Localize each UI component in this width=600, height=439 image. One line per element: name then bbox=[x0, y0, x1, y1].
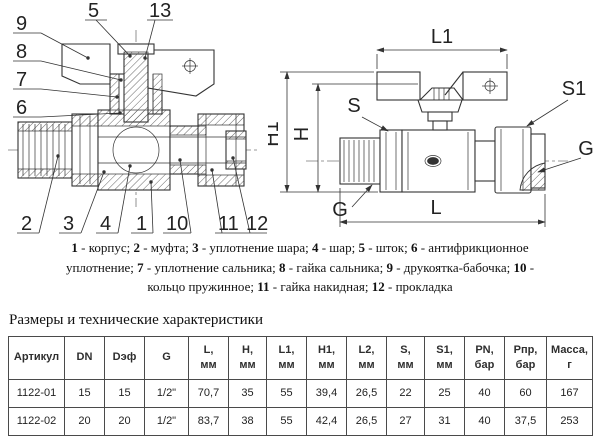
cell: 15 bbox=[64, 378, 105, 408]
cell: 55 bbox=[266, 406, 307, 436]
specs-table-wrap: Артикул DN Dэф G L,мм H,мм L1,мм H1,мм L… bbox=[0, 335, 600, 436]
cell: 167 bbox=[546, 378, 593, 408]
dim-label-H1: H1 bbox=[268, 121, 283, 147]
col-header-s: S,мм bbox=[386, 335, 425, 380]
col-header-g: G bbox=[144, 335, 189, 380]
cell: 83,7 bbox=[188, 406, 229, 436]
callout-3: 3 bbox=[63, 213, 74, 235]
dim-label-G-left: G bbox=[332, 199, 348, 221]
col-header-ppr: Pпр,бар bbox=[504, 335, 547, 380]
col-header-article: Артикул bbox=[8, 335, 65, 380]
dim-label-L: L bbox=[430, 197, 441, 219]
callout-11: 11 bbox=[218, 213, 239, 235]
table-row: 1122-01 15 15 1/2" 70,7 35 55 39,4 26,5 … bbox=[8, 378, 593, 408]
cell: 15 bbox=[104, 378, 145, 408]
technical-drawings: 9 8 7 6 5 13 2 3 4 1 10 11 12 bbox=[8, 0, 594, 235]
valve-external-view bbox=[339, 71, 546, 194]
ball bbox=[112, 126, 160, 174]
legend-item: 9 - друкоятка-бабочка; bbox=[386, 259, 514, 275]
cell: 20 bbox=[104, 406, 145, 436]
cell: 1/2" bbox=[144, 406, 189, 436]
legend-item: 3 - уплотнение шара; bbox=[192, 240, 312, 255]
callout-6: 6 bbox=[16, 97, 27, 119]
legend-item: 10 - кольцо пружинное; bbox=[147, 259, 535, 295]
dimension-drawing: L1 H1 H S S1 G G L bbox=[268, 26, 594, 227]
specs-table: Артикул DN Dэф G L,мм H,мм L1,мм H1,мм L… bbox=[8, 335, 593, 436]
callout-10: 10 bbox=[166, 213, 188, 235]
section-details bbox=[22, 58, 246, 186]
external-details bbox=[343, 78, 524, 191]
dimension-labels: L1 H1 H S S1 G G L bbox=[268, 26, 594, 221]
legend-item: 8 - гайка сальника; bbox=[279, 259, 387, 275]
cell: 40 bbox=[464, 378, 505, 408]
callout-1: 1 bbox=[136, 213, 147, 235]
cell: 55 bbox=[266, 378, 307, 408]
cell: 25 bbox=[424, 378, 465, 408]
col-header-l2: L2,мм bbox=[346, 335, 387, 380]
cell: 27 bbox=[386, 406, 425, 436]
cell: 26,5 bbox=[346, 378, 387, 408]
legend-item: 5 - шток; bbox=[358, 240, 411, 255]
cell: 37,5 bbox=[504, 406, 547, 436]
legend-item: 11 - гайка накидная; bbox=[257, 279, 372, 294]
legend-item: 7 - уплотнение сальника; bbox=[137, 259, 280, 275]
cell: 42,4 bbox=[306, 406, 347, 436]
cell: 20 bbox=[64, 406, 105, 436]
callout-2: 2 bbox=[21, 213, 32, 235]
legend-item: 12 - прокладка bbox=[371, 279, 453, 294]
handle-left-wing bbox=[376, 71, 421, 101]
cell: 253 bbox=[546, 406, 593, 436]
header-row: Артикул DN Dэф G L,мм H,мм L1,мм H1,мм L… bbox=[8, 335, 593, 380]
col-header-l: L,мм bbox=[188, 335, 229, 380]
cell: 26,5 bbox=[346, 406, 387, 436]
cell: 40 bbox=[464, 406, 505, 436]
col-header-l1: L1,мм bbox=[266, 335, 307, 380]
callout-leaders bbox=[13, 19, 267, 234]
col-header-s1: S1,мм bbox=[424, 335, 465, 380]
dim-label-G-right: G bbox=[578, 138, 594, 160]
legend-item: 4 - шар; bbox=[311, 240, 359, 255]
dim-label-L1: L1 bbox=[431, 26, 453, 48]
callout-5: 5 bbox=[88, 0, 99, 22]
cell-article: 1122-02 bbox=[8, 406, 65, 436]
dim-label-S: S bbox=[347, 95, 360, 117]
col-header-pn: PN,бар bbox=[464, 335, 505, 380]
cross-section-drawing: 9 8 7 6 5 13 2 3 4 1 10 11 12 bbox=[8, 0, 268, 235]
legend-item: 1 - корпус; bbox=[71, 240, 134, 255]
handle-left-wing bbox=[61, 43, 111, 85]
dimension-lines bbox=[280, 47, 582, 227]
dim-label-H: H bbox=[291, 127, 313, 141]
col-header-h1: H1,мм bbox=[306, 335, 347, 380]
cell: 39,4 bbox=[306, 378, 347, 408]
col-header-dn: DN bbox=[64, 335, 105, 380]
col-header-def: Dэф bbox=[104, 335, 145, 380]
cell: 22 bbox=[386, 378, 425, 408]
table-row: 1122-02 20 20 1/2" 83,7 38 55 42,4 26,5 … bbox=[8, 406, 593, 436]
legend-item: 2 - муфта; bbox=[133, 240, 193, 255]
brand-stamp bbox=[424, 155, 442, 167]
callout-8: 8 bbox=[16, 41, 27, 63]
cell: 35 bbox=[228, 378, 267, 408]
callout-9: 9 bbox=[16, 13, 27, 35]
table-title: Размеры и технические характеристики bbox=[9, 311, 263, 328]
callout-7: 7 bbox=[16, 69, 27, 91]
callout-13: 13 bbox=[149, 0, 171, 22]
cell: 38 bbox=[228, 406, 267, 436]
cell: 60 bbox=[504, 378, 547, 408]
col-header-h: H,мм bbox=[228, 335, 267, 380]
dim-label-S1: S1 bbox=[562, 78, 586, 100]
cell: 70,7 bbox=[188, 378, 229, 408]
cell: 31 bbox=[424, 406, 465, 436]
col-header-mass: Масса,г bbox=[546, 335, 593, 380]
legend-item: 6 - антифрикционное уплотнение; bbox=[65, 240, 529, 275]
cell-article: 1122-01 bbox=[8, 378, 65, 408]
cell: 1/2" bbox=[144, 378, 189, 408]
section-hatching bbox=[17, 51, 247, 191]
parts-legend: 1 - корпус; 2 - муфта; 3 - уплотнение ша… bbox=[64, 238, 536, 297]
callout-12: 12 bbox=[246, 213, 268, 235]
callout-4: 4 bbox=[100, 213, 111, 235]
callout-numbers: 9 8 7 6 5 13 2 3 4 1 10 11 12 bbox=[16, 0, 268, 235]
